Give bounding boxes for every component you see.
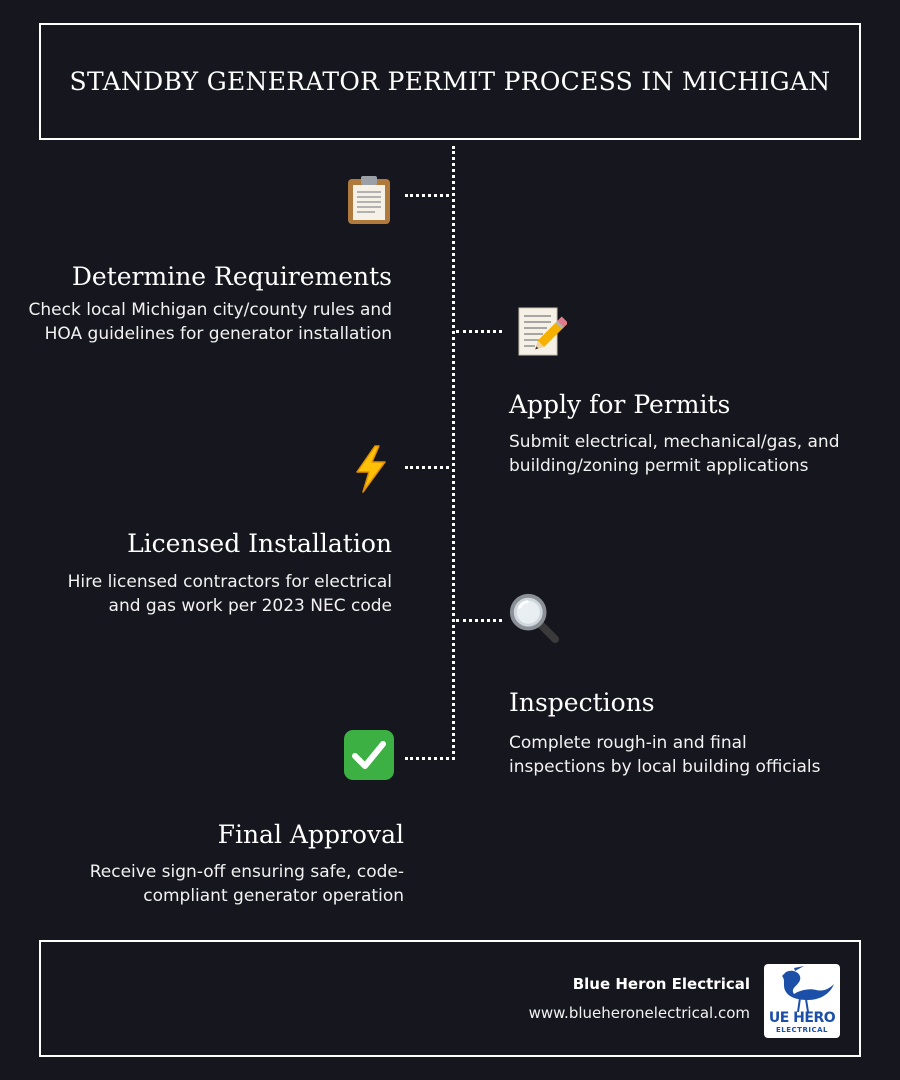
step-description-line: building/zoning permit applications — [509, 456, 809, 476]
memo-icon — [515, 305, 567, 357]
step-description-line: Hire licensed contractors for electrical — [67, 572, 392, 592]
page-title: STANDBY GENERATOR PERMIT PROCESS IN MICH… — [69, 67, 831, 96]
step-title-inspections: Inspections — [509, 688, 655, 717]
title-box: STANDBY GENERATOR PERMIT PROCESS IN MICH… — [39, 23, 861, 140]
step-title-licensed-installation: Licensed Installation — [127, 529, 392, 558]
step-description-line: inspections by local building officials — [509, 757, 821, 777]
footer-box: Blue Heron Electrical www.blueheronelect… — [39, 940, 861, 1057]
logo-subtext: ELECTRICAL — [776, 1026, 828, 1034]
step-description-line: Submit electrical, mechanical/gas, and — [509, 432, 840, 452]
connector-step-3 — [405, 466, 449, 469]
step-description-final-approval: Receive sign-off ensuring safe, code- co… — [90, 860, 404, 908]
heron-icon — [782, 966, 834, 1013]
clipboard-icon — [343, 174, 395, 226]
connector-step-4 — [456, 619, 502, 622]
step-description-inspections: Complete rough-in and final inspections … — [509, 731, 820, 779]
company-logo: UE HERO ELECTRICAL — [764, 964, 840, 1038]
step-description-line: Complete rough-in and final — [509, 733, 747, 753]
connector-step-5 — [405, 757, 449, 760]
step-description-line: Check local Michigan city/county rules a… — [28, 300, 392, 320]
company-name: Blue Heron Electrical — [572, 975, 750, 993]
step-description-line: compliant generator operation — [143, 886, 404, 906]
step-description-determine-requirements: Check local Michigan city/county rules a… — [29, 298, 392, 346]
check-mark-icon — [343, 729, 395, 781]
step-description-licensed-installation: Hire licensed contractors for electrical… — [68, 570, 392, 618]
step-description-line: and gas work per 2023 NEC code — [108, 596, 392, 616]
step-description-line: HOA guidelines for generator installatio… — [44, 324, 392, 344]
step-title-determine-requirements: Determine Requirements — [71, 262, 392, 291]
timeline-line — [452, 146, 455, 760]
connector-step-1 — [405, 194, 449, 197]
step-description-line: Receive sign-off ensuring safe, code- — [89, 862, 404, 882]
lightning-icon — [345, 443, 397, 495]
logo-text: UE HERO — [768, 1010, 836, 1026]
step-description-apply-for-permits: Submit electrical, mechanical/gas, and b… — [509, 430, 840, 478]
step-title-apply-for-permits: Apply for Permits — [509, 390, 731, 419]
website-link[interactable]: www.blueheronelectrical.com — [528, 1004, 750, 1022]
step-title-final-approval: Final Approval — [217, 820, 404, 849]
connector-step-2 — [456, 330, 502, 333]
magnifying-glass-icon — [508, 592, 560, 644]
